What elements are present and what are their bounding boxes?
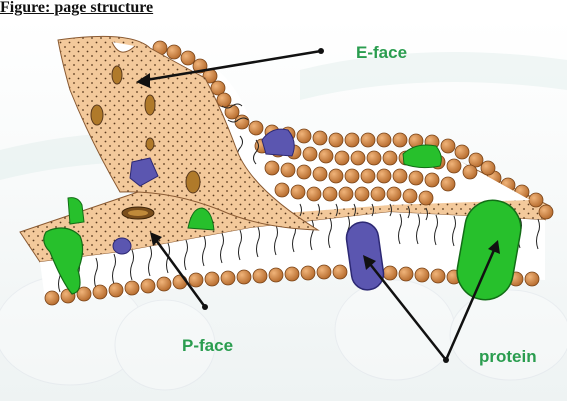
protein-label: protein — [479, 347, 537, 366]
p-face-label: P-face — [182, 336, 233, 355]
p-face-features — [122, 207, 154, 219]
e-face-label: E-face — [356, 43, 407, 62]
